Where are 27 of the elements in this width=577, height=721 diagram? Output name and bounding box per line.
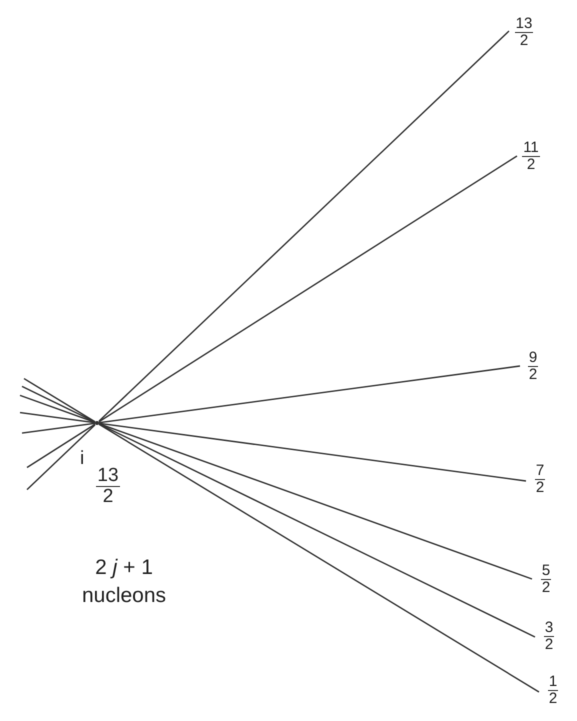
- level-line: [98, 423, 532, 580]
- fraction-denominator: 2: [528, 366, 538, 382]
- level-line: [98, 423, 536, 638]
- fraction-numerator: 1: [548, 674, 558, 691]
- fraction-denominator: 2: [526, 156, 536, 172]
- fraction-denominator: 2: [102, 486, 114, 507]
- fraction-denominator: 2: [542, 580, 550, 596]
- fraction-numerator: 3: [544, 620, 554, 637]
- level-line: [98, 422, 526, 482]
- orbital-letter: i: [80, 448, 84, 470]
- fraction-denominator: 2: [544, 636, 554, 652]
- fraction-denominator: 2: [536, 480, 544, 496]
- crossing-point: [95, 421, 99, 425]
- level-line: [98, 424, 540, 693]
- level-line: [98, 155, 518, 422]
- fraction-numerator: 11: [522, 140, 540, 157]
- fraction-numerator: 5: [540, 563, 552, 580]
- fraction-denominator: 2: [520, 32, 528, 48]
- nucleon-count-label: nucleons: [80, 584, 168, 608]
- fraction-numerator: 9: [528, 350, 538, 367]
- fraction-denominator: 2: [548, 690, 558, 706]
- level-line: [98, 365, 520, 424]
- level-line: [98, 30, 510, 422]
- fraction-numerator: 7: [534, 463, 546, 480]
- multiplicity-formula: 2 j + 1: [94, 556, 154, 580]
- fraction-numerator: 13: [514, 16, 534, 33]
- fraction-numerator: 13: [96, 466, 120, 487]
